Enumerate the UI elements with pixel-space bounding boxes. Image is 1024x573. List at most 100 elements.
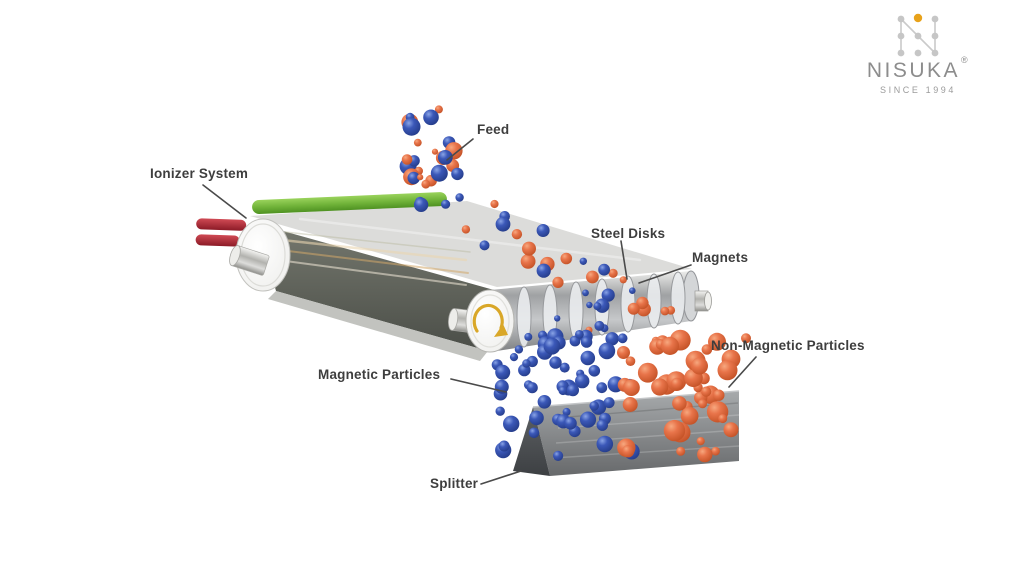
non-magnetic-particle <box>701 344 713 355</box>
magnetic-particle <box>536 224 550 237</box>
magnetic-particle <box>617 333 628 344</box>
label-magnets: Magnets <box>692 250 749 265</box>
drum-near-face <box>448 289 515 353</box>
non-magnetic-particle <box>691 357 708 375</box>
magnetic-particle <box>514 345 524 354</box>
non-magnetic-particle <box>660 306 670 316</box>
non-magnetic-particle <box>434 105 443 114</box>
magnetic-particle <box>553 450 564 461</box>
belt-top-surface <box>250 201 692 287</box>
magnetic-particle <box>413 197 429 212</box>
non-magnetic-particle <box>421 179 431 189</box>
non-magnetic-particle <box>627 302 640 315</box>
magnetic-particle <box>543 337 561 355</box>
drum-far-shaft <box>694 290 712 312</box>
ionizer-bar <box>252 192 447 214</box>
non-magnetic-particle <box>608 268 618 278</box>
magnetic-particle <box>580 350 596 366</box>
magnetic-particle <box>566 384 580 397</box>
leader-splitter <box>480 470 522 485</box>
non-magnetic-particle <box>670 377 684 390</box>
non-magnetic-particle <box>560 252 573 265</box>
logo-accent-dot <box>913 13 923 23</box>
non-magnetic-particle <box>637 362 658 383</box>
magnetic-particle <box>537 395 552 409</box>
label-splitter: Splitter <box>430 476 479 491</box>
magnetic-particle <box>536 263 551 278</box>
non-magnetic-particle <box>511 229 523 240</box>
label-feed: Feed <box>477 122 510 137</box>
label-steel-disks: Steel Disks <box>591 226 666 241</box>
non-magnetic-particle <box>711 446 720 456</box>
magnetic-particle <box>605 332 619 346</box>
non-magnetic-particle <box>413 138 422 147</box>
magnetic-particle <box>598 342 616 360</box>
magnetic-particle <box>437 150 453 165</box>
leader-ionizer-system <box>202 184 247 219</box>
non-magnetic-particle <box>431 148 439 155</box>
electrode-bars <box>195 218 247 247</box>
non-magnetic-particle <box>697 446 713 463</box>
magnetic-particle <box>430 164 448 182</box>
particle-streams <box>399 105 751 463</box>
leader-steel-disks <box>620 240 628 280</box>
non-magnetic-particle <box>622 397 638 412</box>
magnetic-particle <box>509 353 519 362</box>
magnetic-particle <box>586 301 593 309</box>
magnetic-particle <box>629 287 636 295</box>
magnetic-particle <box>526 382 538 394</box>
magnetic-particle <box>407 171 420 185</box>
magnetic-particle <box>596 382 608 394</box>
logo-tagline: SINCE 1994 <box>879 85 957 95</box>
magnetic-particle <box>596 435 614 453</box>
non-magnetic-particle <box>660 336 680 355</box>
magnetic-particle <box>593 302 602 311</box>
non-magnetic-particle <box>623 379 640 396</box>
magnetic-particle <box>423 109 439 126</box>
leader-feed <box>446 138 474 161</box>
magnetic-particle <box>528 427 540 439</box>
magnetic-particle <box>596 419 608 431</box>
non-magnetic-particle <box>651 378 669 396</box>
non-magnetic-particle <box>717 360 738 381</box>
magnetic-particle <box>562 407 571 416</box>
non-magnetic-particle <box>708 332 726 351</box>
non-magnetic-particle <box>417 174 424 181</box>
magnetic-particle <box>524 332 533 341</box>
non-magnetic-particle <box>698 399 707 409</box>
non-magnetic-particle <box>625 356 636 367</box>
magnetic-particle <box>479 240 490 251</box>
magnetic-particle <box>495 364 511 380</box>
magnetic-particle <box>588 365 601 377</box>
non-magnetic-particle <box>696 437 705 446</box>
leader-lines <box>202 138 757 485</box>
magnetic-particle <box>579 257 587 265</box>
magnetic-particle <box>559 362 570 373</box>
non-magnetic-particle <box>461 225 471 234</box>
magnetic-particle <box>554 315 561 322</box>
non-magnetic-particle <box>701 386 712 397</box>
belt-inner-side <box>258 224 494 351</box>
belt-streaks <box>277 217 642 286</box>
non-magnetic-particle <box>676 446 686 456</box>
magnetic-particle <box>402 117 421 136</box>
magnetic-particle <box>564 417 577 430</box>
magnetic-particle <box>549 356 562 369</box>
magnetic-particle <box>589 401 599 411</box>
non-magnetic-particle <box>621 445 635 458</box>
non-magnetic-particle <box>490 199 499 209</box>
non-magnetic-particle <box>718 414 728 424</box>
non-magnetic-particle <box>401 154 413 165</box>
leader-magnetic <box>450 378 507 393</box>
non-magnetic-particle <box>586 270 599 284</box>
magnetic-particle <box>522 359 531 368</box>
non-magnetic-particle <box>723 422 739 438</box>
label-ionizer-system: Ionizer System <box>150 166 249 181</box>
non-magnetic-particle <box>672 396 687 411</box>
magnetic-particle <box>441 199 451 209</box>
belt-return-run <box>268 291 488 361</box>
magnetic-particle <box>498 440 510 452</box>
non-magnetic-particle <box>617 346 630 359</box>
non-magnetic-particle <box>619 276 627 284</box>
non-magnetic-particle <box>741 333 751 344</box>
